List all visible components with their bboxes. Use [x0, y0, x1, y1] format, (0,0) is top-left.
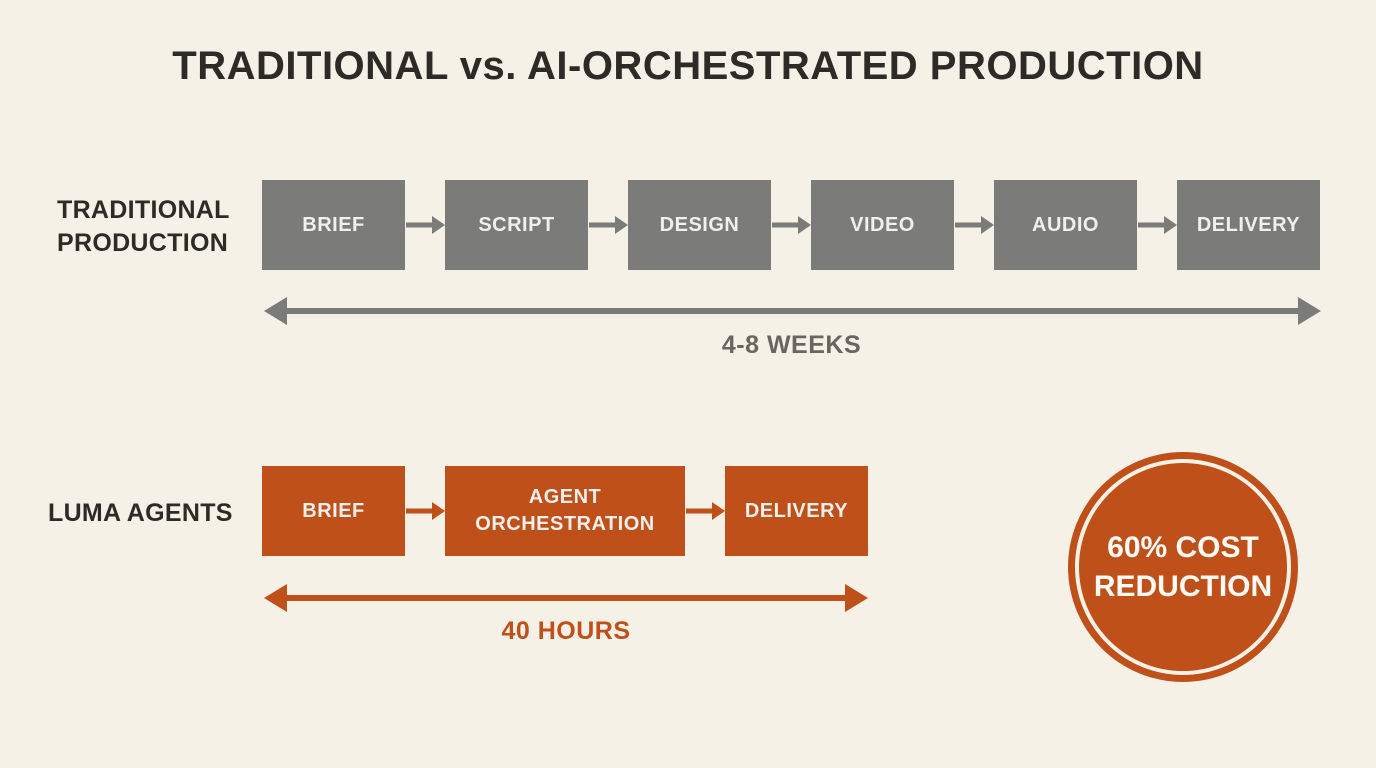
flow-step-brief: BRIEF — [262, 466, 405, 556]
traditional-duration-label: 4-8 WEEKS — [721, 331, 862, 359]
traditional-row-label: TRADITIONAL PRODUCTION — [57, 196, 230, 257]
arrow-right-icon — [405, 180, 445, 270]
flow-step-delivery: DELIVERY — [725, 466, 868, 556]
arrow-right-icon — [1137, 180, 1177, 270]
flow-step-script: SCRIPT — [445, 180, 588, 270]
page-title: TRADITIONAL vs. AI-ORCHESTRATED PRODUCTI… — [172, 44, 1204, 88]
traditional-flow: BRIEF SCRIPT DESIGN VIDEO AUDIO DELIVERY — [262, 180, 1320, 270]
luma-flow: BRIEF AGENT ORCHESTRATION DELIVERY — [262, 466, 868, 556]
double-arrow-icon — [286, 308, 1299, 314]
luma-row-label: LUMA AGENTS — [48, 499, 233, 527]
arrow-right-icon — [771, 180, 811, 270]
cost-reduction-badge: 60% COST REDUCTION — [1068, 452, 1298, 682]
flow-step-design: DESIGN — [628, 180, 771, 270]
arrow-right-icon — [588, 180, 628, 270]
badge-inner-ring — [1075, 459, 1291, 675]
arrow-right-icon — [954, 180, 994, 270]
flow-step-agent-orchestration: AGENT ORCHESTRATION — [445, 466, 685, 556]
cost-reduction-text: 60% COST REDUCTION — [1093, 531, 1273, 603]
arrow-right-icon — [405, 466, 445, 556]
flow-step-delivery: DELIVERY — [1177, 180, 1320, 270]
arrow-right-icon — [685, 466, 725, 556]
flow-step-brief: BRIEF — [262, 180, 405, 270]
flow-step-video: VIDEO — [811, 180, 954, 270]
flow-step-audio: AUDIO — [994, 180, 1137, 270]
double-arrow-icon — [286, 595, 846, 601]
luma-duration-label: 40 HOURS — [501, 617, 631, 645]
